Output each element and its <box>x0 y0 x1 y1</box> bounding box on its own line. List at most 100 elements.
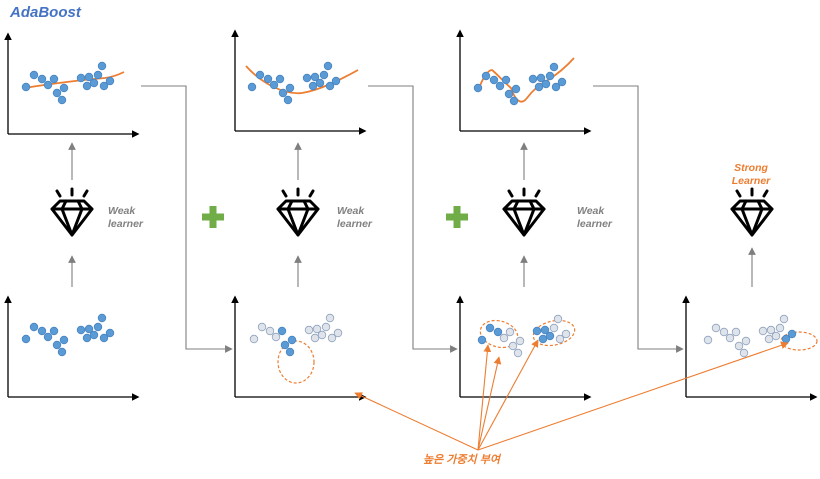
diamond-icon <box>730 187 774 237</box>
plot6-point <box>477 335 487 345</box>
highlight-ellipse-plot6b <box>532 319 576 347</box>
plot7-point <box>758 326 768 336</box>
plot5-point <box>249 334 259 344</box>
plot2-point <box>315 78 325 88</box>
strong-learner-label-line2: Learner <box>731 175 771 187</box>
diamond-sparkle <box>762 189 769 198</box>
diamond-sparkle <box>308 189 315 198</box>
weak-learner-label-line2: learner <box>337 218 373 230</box>
plot2-point <box>247 82 257 92</box>
plot7-point <box>779 314 789 324</box>
plot4-point <box>57 347 67 357</box>
plot5-point <box>333 328 343 338</box>
plot-axes <box>4 29 818 401</box>
plot6-point <box>553 314 563 324</box>
plot4-point <box>97 313 107 323</box>
plot2-point <box>302 73 312 83</box>
plot6-point <box>555 334 565 344</box>
plot3-point <box>504 89 514 99</box>
plot6-point <box>561 329 571 339</box>
plot3-point <box>501 75 511 85</box>
plot4-point <box>37 326 47 336</box>
plot7-point <box>725 333 735 343</box>
plot5-point <box>312 324 322 334</box>
plot5-point <box>310 333 320 343</box>
strong-learner-label: Strong Learner <box>721 162 781 188</box>
data-points <box>21 61 797 358</box>
plot7-point <box>741 336 751 346</box>
plus-horizontal-bar <box>202 213 224 221</box>
plot2-point <box>278 88 288 98</box>
plot4-point <box>76 325 86 335</box>
plot1-point <box>89 78 99 88</box>
plot1-point <box>57 95 67 105</box>
plot2-point <box>255 70 265 80</box>
weight-arrow-3 <box>477 356 502 451</box>
weak-learner-label-line1: Weak <box>337 205 365 217</box>
plus-horizontal-bar <box>446 213 468 221</box>
plot1-point <box>37 74 47 84</box>
diamond-sparkle <box>82 189 89 198</box>
plot3-point <box>551 82 561 92</box>
flow-connectors <box>68 85 756 353</box>
plot7-point <box>703 335 713 345</box>
plot4-point <box>93 322 103 332</box>
diamond-facets <box>502 199 546 237</box>
diamond-outline <box>502 199 546 237</box>
plus-icon <box>446 206 468 228</box>
plus-icon <box>202 206 224 228</box>
weight-arrow-2 <box>477 344 492 451</box>
plot4-point <box>21 334 31 344</box>
plot2-point <box>319 70 329 80</box>
plot1-point <box>105 76 115 86</box>
plot5-point <box>257 322 267 332</box>
plot3-point <box>473 83 483 93</box>
plot1-point <box>99 81 109 91</box>
diagram-title: AdaBoost <box>10 4 81 21</box>
diamond-icon <box>276 187 320 237</box>
plot2-point <box>325 81 335 91</box>
plot3-point <box>509 96 519 106</box>
plot1-point <box>49 74 59 84</box>
plot1-point <box>59 83 69 93</box>
plot7-point <box>766 325 776 335</box>
plot5-point <box>304 325 314 335</box>
plot4-point <box>43 332 53 342</box>
plot5-point <box>271 332 281 342</box>
plot4-point <box>89 330 99 340</box>
plot1-point <box>76 73 86 83</box>
plot5-point <box>317 330 327 340</box>
diamond-sparkle <box>55 189 62 198</box>
plot7-point <box>775 323 785 333</box>
plot4-point <box>84 324 94 334</box>
plot1-point <box>21 82 31 92</box>
plot4-point <box>29 322 39 332</box>
plot4-point <box>59 335 69 345</box>
plot7-point <box>764 334 774 344</box>
plot1-point <box>97 61 107 71</box>
plot3-point <box>545 71 555 81</box>
weak-learner-label-line2: learner <box>577 218 613 230</box>
weight-note: 높은 가중치 부여 <box>423 454 500 466</box>
plot5-point <box>265 326 275 336</box>
plot3-point <box>534 82 544 92</box>
plot2-point <box>323 61 333 71</box>
plot7-point <box>739 348 749 358</box>
diamond-sparkle <box>507 189 514 198</box>
plot3-point <box>541 79 551 89</box>
weak-learner-label-2: Weak learner <box>337 205 372 231</box>
plot3-point <box>549 62 559 72</box>
plot7-point <box>734 341 744 351</box>
plot6-point <box>499 333 509 343</box>
plot5-point <box>327 333 337 343</box>
plot6-point <box>508 341 518 351</box>
weak-learner-label-1: Weak learner <box>108 205 143 231</box>
highlight-ellipses <box>277 319 818 384</box>
plot6-point <box>540 325 550 335</box>
plot2-point <box>308 81 318 91</box>
learner-icons <box>50 187 774 237</box>
plot2-point <box>269 80 279 90</box>
plot4-point <box>82 333 92 343</box>
